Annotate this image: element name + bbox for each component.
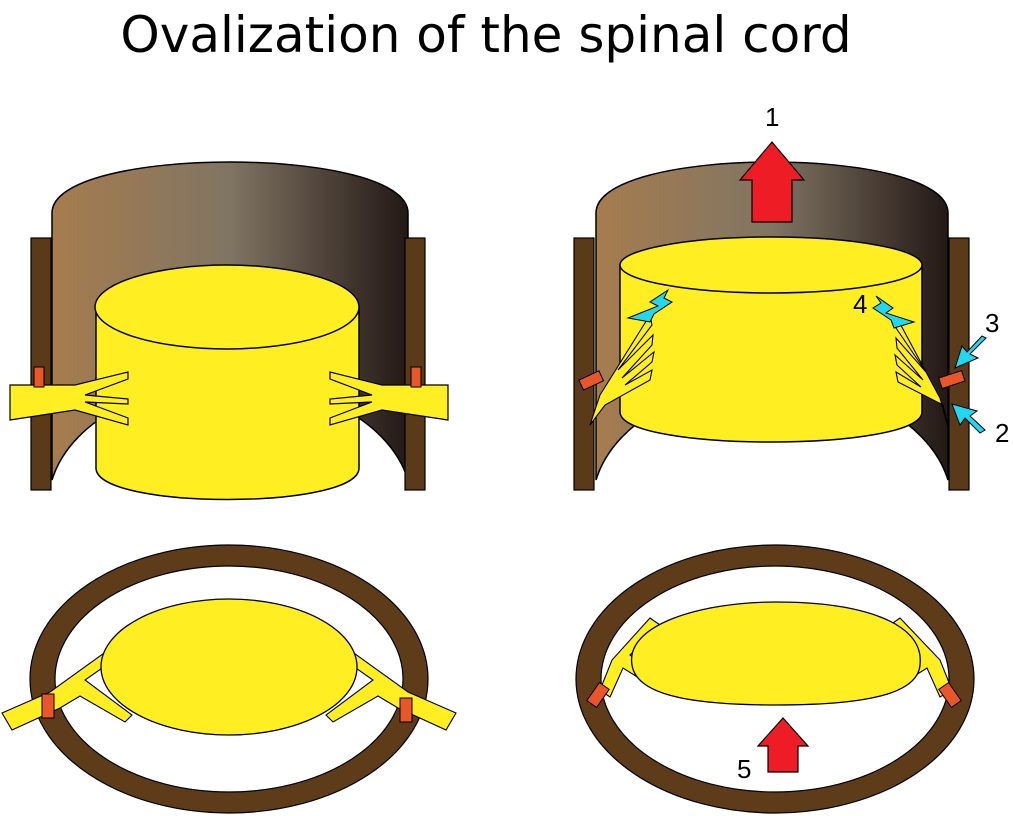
canal-shifted-3d: 1 4 3 2: [573, 102, 1009, 491]
spinal-cord-section: [100, 598, 358, 736]
canal-normal-3d: [9, 161, 449, 501]
label-2: 2: [995, 418, 1009, 448]
spinal-cord-cylinder: [95, 306, 360, 501]
ligament-right: [399, 697, 413, 723]
label-5: 5: [737, 754, 751, 784]
spinal-cord-top: [94, 264, 360, 350]
canal-side-plate-right: [404, 237, 426, 491]
spinal-cord-section: [631, 601, 921, 706]
cross-section-ovalized: 5: [575, 544, 975, 814]
nerve-root-right: [329, 366, 449, 426]
label-3: 3: [985, 308, 999, 338]
displacement-arrow-up: [738, 141, 806, 223]
canal-side-plate-left: [573, 237, 595, 491]
spinal-cord-cylinder: [619, 264, 923, 443]
displacement-arrow-up-small: [756, 717, 810, 773]
label-1: 1: [765, 102, 779, 132]
canal-side-plate-left: [30, 237, 52, 491]
ligament-left: [33, 366, 45, 388]
label-4: 4: [853, 289, 867, 319]
spinal-cord-top: [619, 236, 923, 294]
ligament-left: [586, 681, 610, 709]
ligament-left: [578, 370, 605, 391]
ligament-left: [41, 693, 55, 719]
ligament-right: [938, 681, 962, 709]
ligament-right: [938, 369, 966, 390]
cyan-arrow-3: [954, 335, 987, 369]
cyan-arrow-left-inner: [626, 288, 673, 323]
ligament-right: [410, 366, 422, 388]
cross-section-normal: [1, 544, 457, 814]
diagram-title: Ovalization of the spinal cord: [120, 6, 851, 64]
cyan-arrow-2: [951, 403, 986, 434]
cyan-arrow-4: [872, 295, 916, 329]
nerve-root-left: [9, 366, 129, 426]
nerve-root-right: [325, 642, 457, 731]
